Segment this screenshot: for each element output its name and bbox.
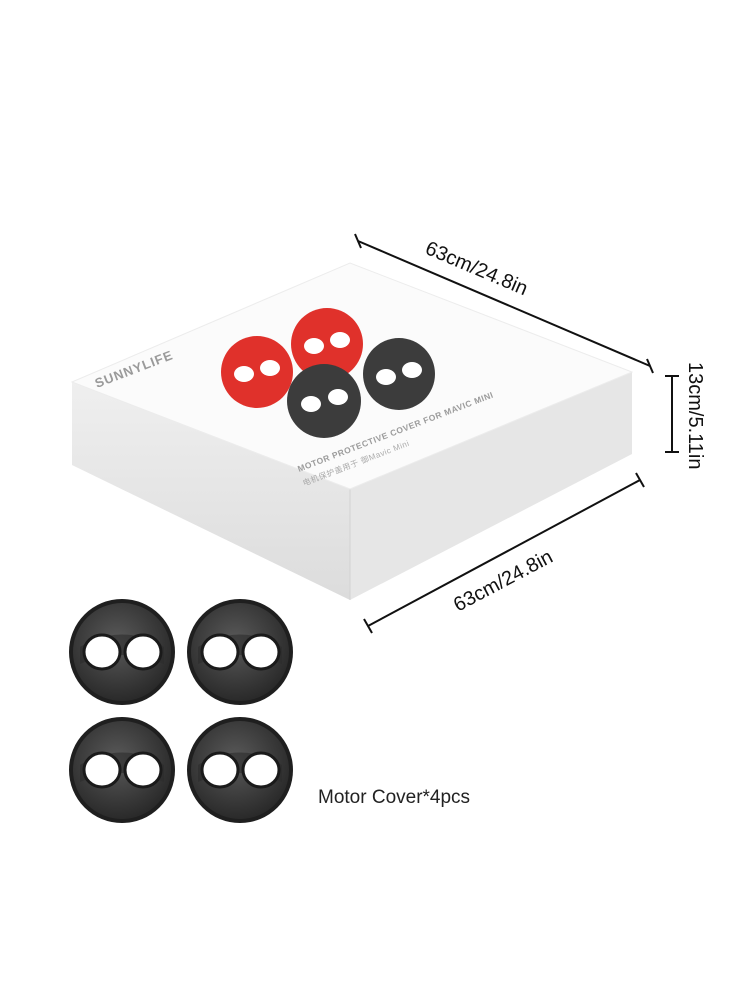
box-cover-red-1 (221, 336, 293, 408)
box-front-side (72, 382, 350, 600)
box-cover-dark-1 (287, 364, 361, 438)
motor-cover-3 (69, 717, 175, 823)
motor-cover-1 (69, 599, 175, 705)
dimension-bottom-label: 63cm/24.8in (450, 546, 557, 617)
package-box: SUNNYLIFE MOTOR PROTECTIVE COVER FOR MAV… (70, 262, 634, 600)
motor-covers (69, 599, 293, 823)
motor-cover-4 (187, 717, 293, 823)
box-top-face (70, 262, 634, 490)
box-cover-dark-2 (363, 338, 435, 410)
box-cover-red-2 (291, 308, 363, 380)
product-caption: Motor Cover*4pcs (318, 787, 471, 808)
motor-cover-2 (187, 599, 293, 705)
dimension-height-label: 13cm/5.11in (684, 362, 706, 469)
dimension-height: 13cm/5.11in (665, 362, 706, 469)
box-right-side (350, 372, 632, 600)
